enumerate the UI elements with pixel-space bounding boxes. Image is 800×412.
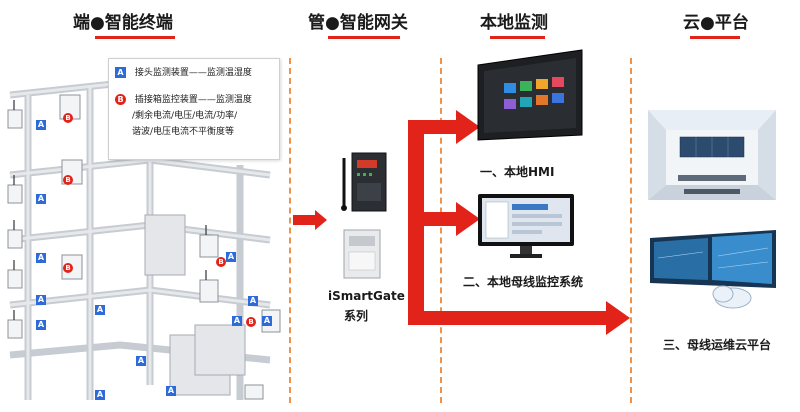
header-local: 本地监测 (480, 13, 548, 33)
header-cloud: 云●平台 (683, 13, 749, 33)
divider-2 (440, 58, 442, 403)
legend-a-badge: A (115, 67, 126, 78)
divider-1 (289, 58, 291, 403)
marker-a: A (226, 252, 236, 262)
header-terminal-underline (95, 36, 175, 39)
marker-b: B (63, 113, 73, 123)
legend-box: A 接头监测装置——监测温湿度 B 插接箱监控装置——监测温度 /剩余电流/电压… (108, 58, 280, 160)
marker-b: B (216, 257, 226, 267)
header-local-underline (490, 36, 545, 39)
marker-a: A (136, 356, 146, 366)
output-hmi-label: 一、本地HMI (480, 165, 555, 179)
header-gateway-underline (328, 36, 400, 39)
marker-b: B (63, 175, 73, 185)
legend-b-text-1: 插接箱监控装置——监测温度 (134, 95, 252, 105)
marker-a: A (36, 253, 46, 263)
legend-b-text-2: /剩余电流/电压/电流/功率/ (132, 111, 238, 121)
busway-illustration (7, 76, 281, 400)
hmi-image (477, 49, 583, 141)
marker-a: A (232, 316, 242, 326)
legend-a-text: 接头监测装置——监测温湿度 (134, 68, 252, 78)
marker-b: B (246, 317, 256, 327)
arrow-to-gateway (293, 210, 327, 230)
marker-a: A (95, 390, 105, 400)
legend-row-a: A 接头监测装置——监测温湿度 (115, 66, 275, 80)
busway-monitor-image (478, 194, 574, 258)
header-terminal: 端●智能终端 (73, 13, 173, 33)
marker-a: A (248, 296, 258, 306)
distribution-arrows (408, 110, 630, 335)
marker-a: A (36, 295, 46, 305)
output-busway-label: 二、本地母线监控系统 (463, 275, 584, 289)
marker-a: A (166, 386, 176, 396)
output-cloud-label: 三、母线运维云平台 (663, 338, 772, 352)
legend-b-text-3: 谐波/电压电流不平衡度等 (132, 127, 235, 137)
legend-row-b: B 插接箱监控装置——监测温度 (115, 93, 275, 107)
marker-a: A (262, 316, 272, 326)
control-room-image (648, 110, 776, 200)
header-gateway: 管●智能网关 (308, 13, 408, 33)
gateway-device-image (341, 152, 387, 279)
marker-b: B (63, 263, 73, 273)
cloud-platform-image (650, 230, 776, 309)
gateway-series: 系列 (344, 309, 369, 323)
marker-a: A (36, 120, 46, 130)
divider-3 (630, 58, 632, 403)
legend-b-badge: B (115, 94, 126, 105)
marker-a: A (36, 194, 46, 204)
marker-a: A (36, 320, 46, 330)
header-cloud-underline (690, 36, 740, 39)
gateway-name: iSmartGate (328, 289, 405, 303)
marker-a: A (95, 305, 105, 315)
